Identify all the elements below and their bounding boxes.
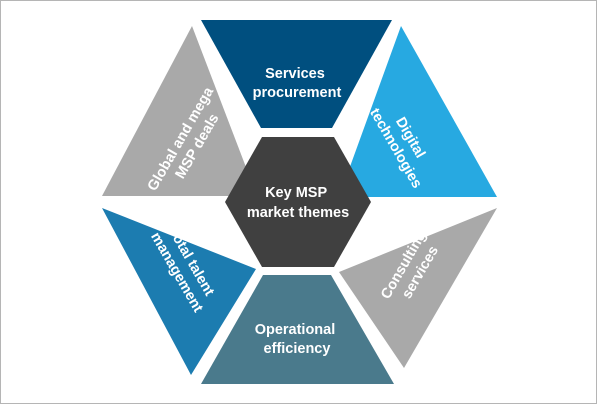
segment-top-line-1: Services (265, 66, 325, 82)
segment-top-shape (201, 20, 392, 128)
center-line-2: market themes (247, 205, 349, 221)
center-label: Key MSP market themes (247, 185, 349, 221)
segment-lower-right-shape (339, 208, 497, 368)
segment-bottom-shape (201, 275, 394, 384)
center-line-1: Key MSP (265, 185, 327, 201)
segment-bottom-line-1: Operational (255, 322, 336, 338)
segment-lower-left-shape (102, 208, 256, 375)
segment-upper-right-shape (339, 26, 497, 197)
segment-upper-left-shape (102, 26, 257, 196)
segment-top-line-2: procurement (253, 85, 342, 101)
segment-bottom-line-2: efficiency (264, 341, 331, 357)
segment-bottom-label: Operational efficiency (255, 322, 340, 357)
center-hexagon-shape (225, 137, 371, 267)
segment-top-label: Services procurement (253, 66, 342, 101)
